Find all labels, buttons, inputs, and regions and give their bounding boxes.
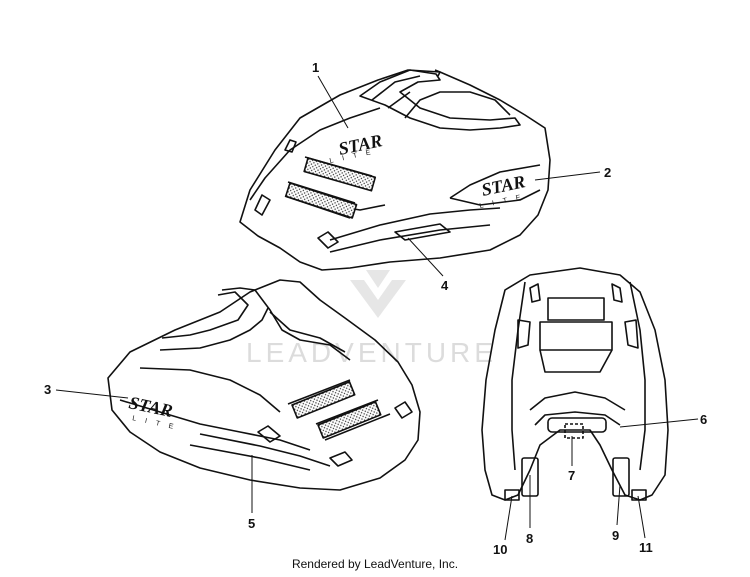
callout-8: 8	[526, 531, 533, 546]
render-credit: Rendered by LeadVenture, Inc.	[291, 557, 459, 571]
watermark: LEADVENTURE	[246, 270, 497, 368]
leader-lines	[55, 75, 699, 541]
watermark-text: LEADVENTURE	[246, 337, 497, 368]
callout-3: 3	[44, 382, 51, 397]
callout-10: 10	[493, 542, 507, 557]
callout-1: 1	[312, 60, 319, 75]
hood-side-view	[107, 279, 421, 491]
hood-rear-view	[481, 267, 669, 501]
callout-7: 7	[568, 468, 575, 483]
callout-11: 11	[639, 540, 653, 555]
callout-4: 4	[441, 278, 449, 293]
callout-9: 9	[612, 528, 619, 543]
callout-2: 2	[604, 165, 611, 180]
hood-top-view	[239, 69, 551, 271]
callout-6: 6	[700, 412, 707, 427]
callout-5: 5	[248, 516, 255, 531]
